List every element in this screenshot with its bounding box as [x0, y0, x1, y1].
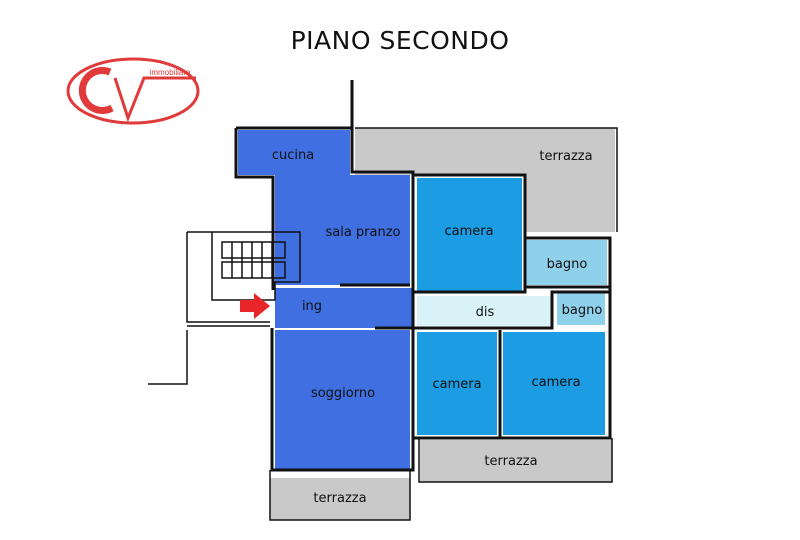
terrazza-top	[355, 128, 615, 232]
camera-top	[417, 178, 522, 292]
terrazza-bottom	[270, 478, 410, 520]
ing	[275, 288, 412, 328]
camera-bottom-left	[417, 332, 497, 435]
label-bagno-small: bagno	[562, 303, 603, 318]
label-terrazza-top: terrazza	[539, 149, 592, 164]
terrazza-right	[420, 440, 612, 482]
label-terrazza-right: terrazza	[484, 454, 537, 469]
camera-bottom-right	[503, 332, 605, 435]
label-dis: dis	[476, 305, 495, 320]
label-bagno-top: bagno	[547, 257, 588, 272]
walls	[234, 80, 618, 521]
label-cucina: cucina	[272, 148, 314, 163]
logo: immobiliare	[66, 57, 200, 125]
staircase	[148, 231, 301, 385]
dis	[417, 296, 552, 326]
page-title: PIANO SECONDO	[290, 26, 510, 55]
soggiorno	[275, 330, 410, 470]
label-soggiorno: soggiorno	[311, 386, 375, 401]
label-terrazza-bottom: terrazza	[313, 491, 366, 506]
label-camera-bottom-left: camera	[432, 377, 481, 392]
bagno-small	[557, 292, 605, 325]
label-camera-top: camera	[444, 224, 493, 239]
label-ing: ing	[302, 299, 322, 314]
entry-arrow-icon	[240, 293, 270, 319]
cucina	[238, 130, 410, 285]
bagno-top	[526, 240, 607, 285]
label-sala-pranzo: sala pranzo	[325, 225, 400, 240]
label-camera-bottom-right: camera	[531, 375, 580, 390]
logo-tagline: immobiliare	[150, 68, 191, 77]
